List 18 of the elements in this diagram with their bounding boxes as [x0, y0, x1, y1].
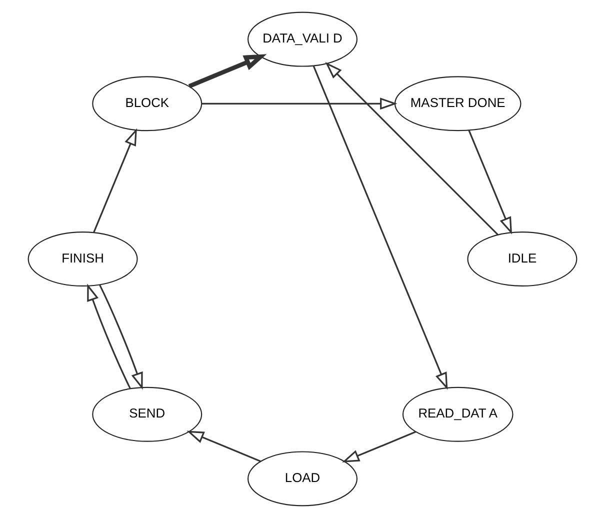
arrow	[468, 130, 512, 234]
arrow	[342, 431, 416, 462]
node-ellipse: SEND	[92, 386, 202, 442]
node-ellipse: READ_DAT A	[402, 386, 513, 442]
arrow	[201, 98, 397, 110]
arrow	[86, 284, 130, 389]
node-ellipse: MASTER DONE	[394, 76, 521, 132]
arrow	[98, 284, 142, 390]
node-ellipse: DATA_VALI D	[247, 12, 357, 67]
node-ellipse: IDLE	[466, 232, 577, 286]
arrow	[324, 62, 498, 236]
node-ellipse: FINISH	[27, 232, 138, 286]
arrow	[312, 66, 448, 390]
arrow	[186, 430, 260, 462]
arrow	[188, 54, 266, 88]
arrow	[92, 128, 136, 233]
node-ellipse: BLOCK	[92, 76, 202, 132]
node-ellipse: LOAD	[247, 451, 357, 506]
